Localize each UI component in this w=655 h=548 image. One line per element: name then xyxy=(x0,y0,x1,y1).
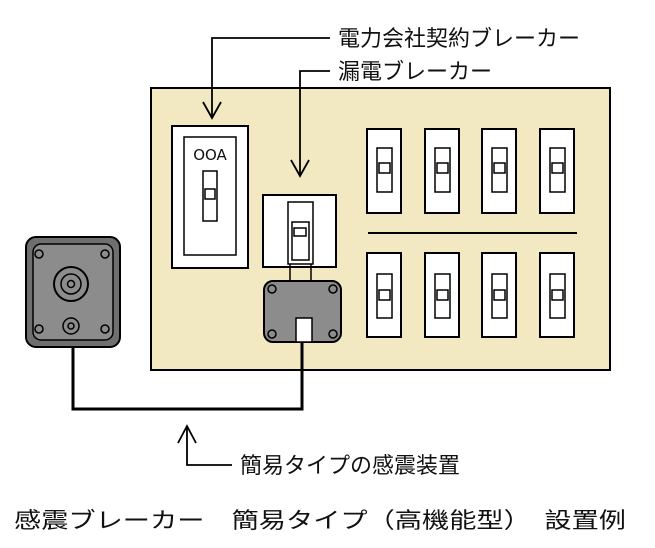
branch-breaker xyxy=(481,128,517,214)
seismic-device-unit xyxy=(263,280,342,343)
seismic-device-label: 簡易タイプの感震装置 xyxy=(240,454,460,479)
main-breaker-rating: OOA xyxy=(193,146,227,164)
branch-breaker xyxy=(424,128,460,214)
connection-cable xyxy=(71,342,304,411)
leak-breaker-label: 漏電ブレーカー xyxy=(338,60,492,85)
branch-breakers-bottom-row xyxy=(366,252,575,338)
main-breaker-callout: 電力会社契約ブレーカー xyxy=(202,27,580,120)
branch-breaker xyxy=(424,252,460,338)
branch-breaker xyxy=(366,128,402,214)
branch-breaker xyxy=(366,252,402,338)
leak-breaker-callout: 漏電ブレーカー xyxy=(290,60,492,178)
branch-breakers-top-row xyxy=(366,128,575,214)
seismic-device-callout: 簡易タイプの感震装置 xyxy=(177,424,460,479)
seismic-sensor-box xyxy=(25,236,121,348)
earth-leakage-breaker xyxy=(262,194,337,283)
main-breaker-label: 電力会社契約ブレーカー xyxy=(338,27,580,52)
branch-breaker xyxy=(539,128,575,214)
main-contract-breaker: OOA xyxy=(171,125,249,269)
branch-breaker xyxy=(539,252,575,338)
diagram-caption: 感震ブレーカー 簡易タイプ（高機能型） 設置例 xyxy=(14,509,626,534)
branch-breaker xyxy=(481,252,517,338)
